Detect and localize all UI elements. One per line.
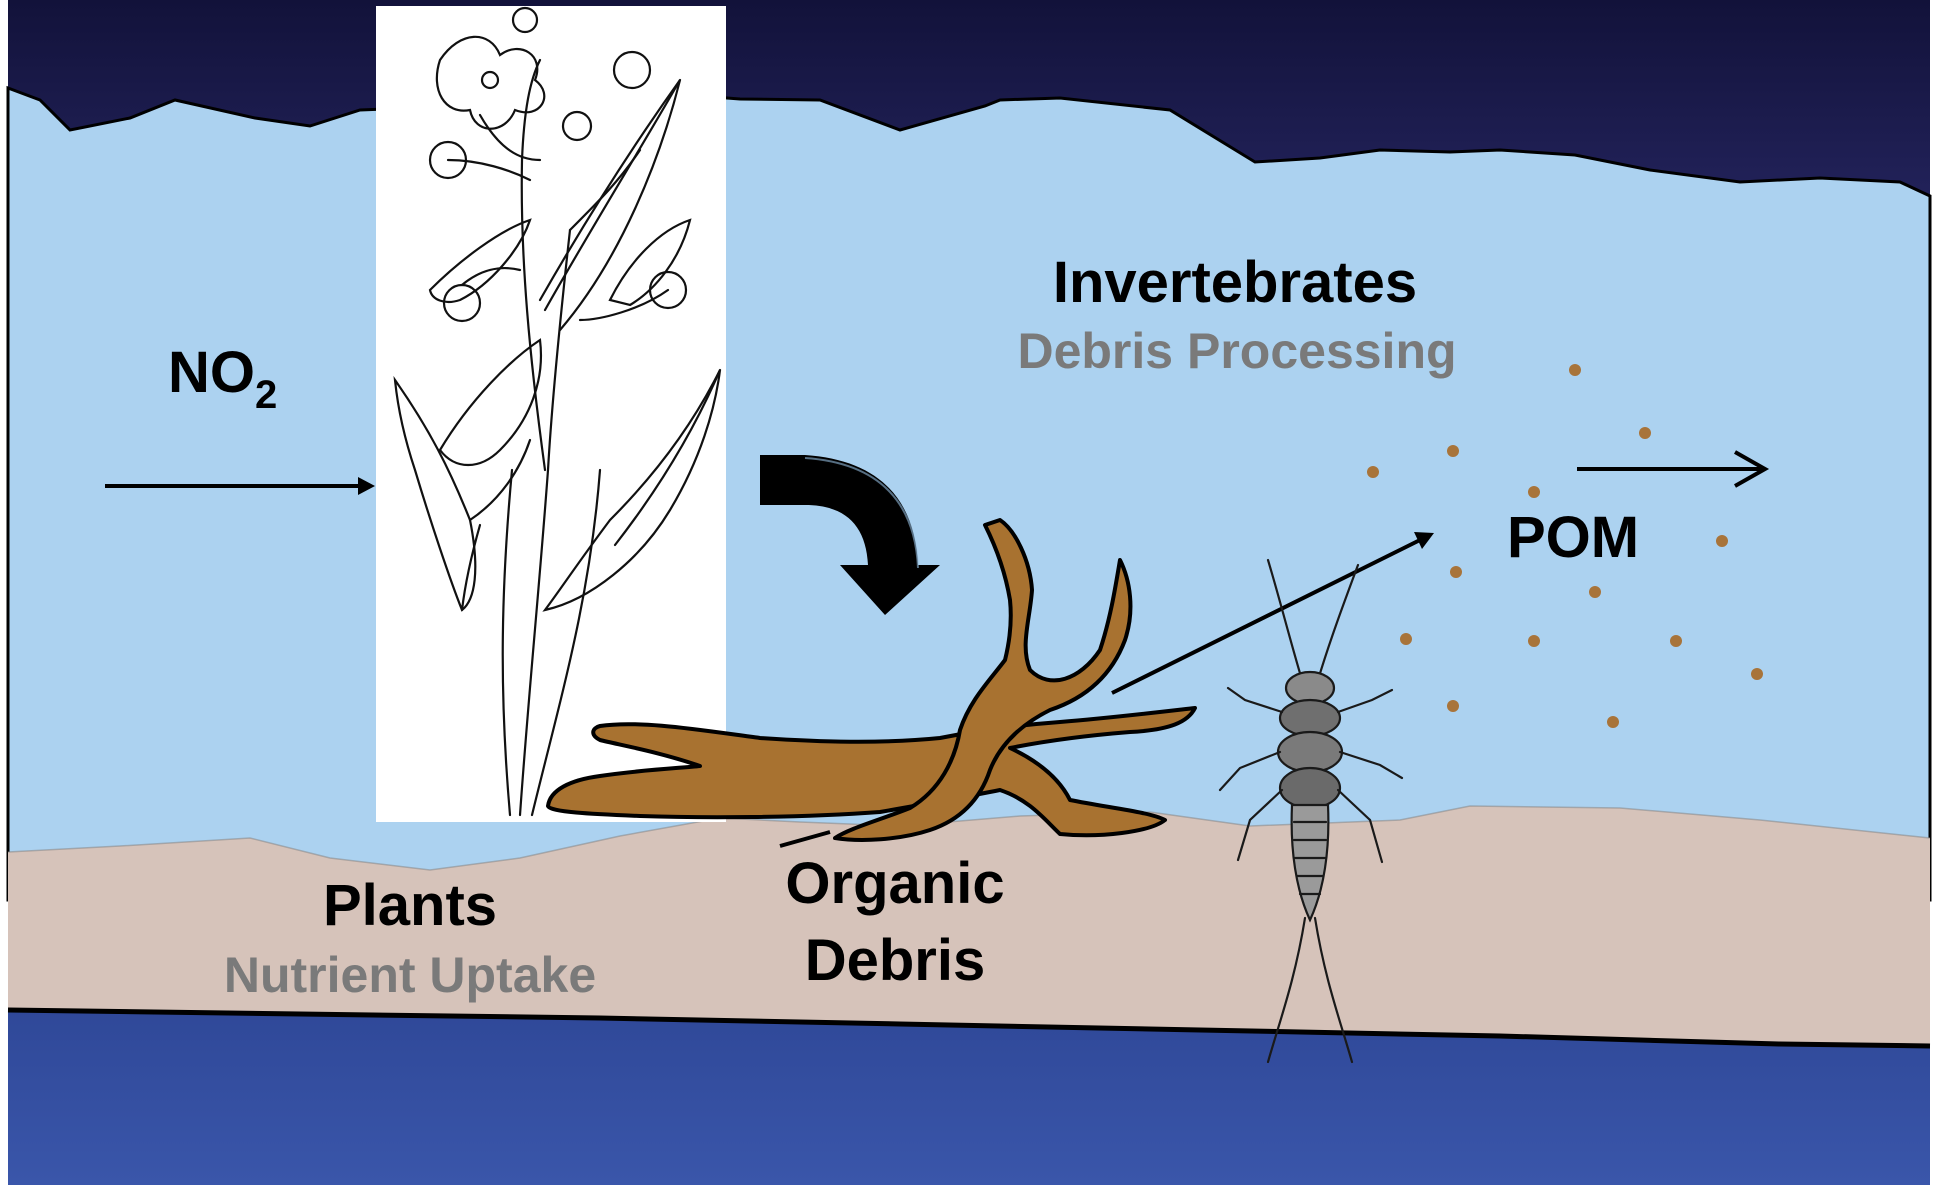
pom-label: POM xyxy=(1507,505,1639,570)
pom-particle xyxy=(1447,700,1459,712)
pom-particle xyxy=(1400,633,1412,645)
pom-particle xyxy=(1367,466,1379,478)
pom-particle xyxy=(1589,586,1601,598)
plants-title: Plants xyxy=(323,873,497,938)
pom-particle xyxy=(1569,364,1581,376)
pom-particle xyxy=(1447,445,1459,457)
pom-particle xyxy=(1450,566,1462,578)
no2-subscript: 2 xyxy=(255,373,277,417)
pom-particle xyxy=(1670,635,1682,647)
invertebrates-title: Invertebrates xyxy=(1053,250,1417,315)
no2-main: NO xyxy=(168,340,255,405)
organic-debris-line1: Organic xyxy=(785,851,1004,916)
invertebrates-subtitle: Debris Processing xyxy=(1017,323,1456,379)
pom-particle xyxy=(1528,635,1540,647)
plants-subtitle: Nutrient Uptake xyxy=(224,947,596,1003)
pom-particle xyxy=(1528,486,1540,498)
pom-particle xyxy=(1716,535,1728,547)
pom-particle xyxy=(1607,716,1619,728)
pom-particle xyxy=(1751,668,1763,680)
organic-debris-line2: Debris xyxy=(805,928,986,993)
pom-particle xyxy=(1639,427,1651,439)
plant-icon xyxy=(376,6,726,822)
